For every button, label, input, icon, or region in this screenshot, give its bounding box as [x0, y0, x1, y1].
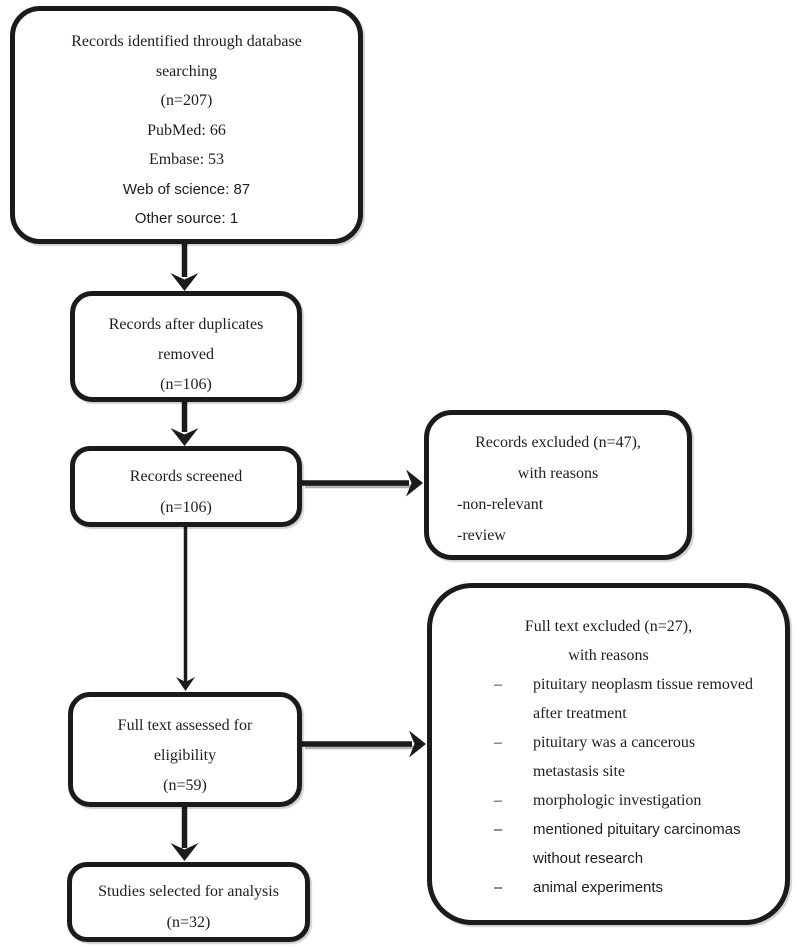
arrow-fulltext-to-fulltext-excluded	[301, 730, 426, 758]
box-text-line: (n=106)	[160, 499, 212, 516]
box-text-line: pituitary was a cancerous	[533, 734, 696, 751]
box-text-line: morphologic investigation	[533, 792, 702, 809]
box-text-line: Records excluded (n=47),	[475, 434, 641, 451]
box-text-line: Records identified through database	[71, 33, 302, 50]
box-text-line: Full text assessed for	[117, 717, 253, 734]
excluded-reason-item: – pituitary was a cancerous metastasis s…	[432, 728, 785, 786]
reason-text: pituitary neoplasm tissue removed after …	[533, 670, 785, 728]
arrow-fulltext-to-selected	[170, 806, 199, 861]
box-text-line: without research	[533, 850, 644, 867]
box-text-line: Full text excluded (n=27),	[524, 618, 693, 635]
box-fulltext-excluded: Full text excluded (n=27), with reasons …	[427, 583, 790, 925]
arrow-duplicates-to-screened	[170, 401, 199, 446]
box-text-line: Other source: 1	[134, 210, 239, 227]
box-text-line: pituitary neoplasm tissue removed	[533, 676, 753, 693]
arrow-screened-to-records-excluded	[301, 469, 423, 497]
box-text-line: Records after duplicates	[108, 316, 264, 333]
excluded-reason-item: – animal experiments	[432, 873, 785, 902]
bullet-dash: –	[494, 879, 503, 896]
box-text-line: Records screened	[129, 468, 243, 485]
box-text-line: after treatment	[533, 705, 627, 722]
box-duplicates-removed: Records after duplicates removed (n=106)	[70, 291, 302, 402]
bullet-dash: –	[494, 734, 502, 751]
box-text-line: mentioned pituitary carcinomas	[533, 821, 741, 838]
excluded-reason-item: – mentioned pituitary carcinomas without…	[432, 815, 785, 873]
box-text-line: (n=59)	[163, 777, 207, 794]
excluded-reason-item: – pituitary neoplasm tissue removed afte…	[432, 670, 785, 728]
box-text-line: searching	[155, 62, 218, 80]
bullet-dash: –	[494, 792, 502, 809]
box-text-line: Web of science: 87	[122, 180, 251, 198]
box-text-line: -non-relevant	[457, 496, 544, 513]
excluded-reason-item: – morphologic investigation	[432, 786, 785, 815]
arrow-screened-to-fulltext	[176, 526, 195, 691]
box-fulltext-assessed: Full text assessed for eligibility (n=59…	[68, 692, 302, 807]
box-records-excluded: Records excluded (n=47), with reasons -n…	[424, 410, 692, 560]
box-text-line: with reasons	[517, 465, 599, 482]
box-studies-selected: Studies selected for analysis (n=32)	[67, 862, 310, 942]
reason-text: morphologic investigation	[533, 786, 785, 815]
box-text-line: eligibility	[153, 747, 217, 764]
box-text-line: animal experiments	[533, 879, 664, 896]
box-text-line: Embase: 53	[148, 151, 225, 168]
box-text-line: removed	[158, 346, 214, 363]
arrow-identified-to-duplicates	[170, 242, 199, 291]
bullet-dash: –	[494, 821, 503, 838]
box-records-screened: Records screened (n=106)	[70, 446, 302, 527]
box-records-identified: Records identified through database sear…	[10, 6, 363, 244]
reason-text: pituitary was a cancerous metastasis sit…	[533, 728, 785, 786]
box-text-line: metastasis site	[533, 763, 625, 780]
reason-text: mentioned pituitary carcinomas without r…	[533, 815, 785, 873]
bullet-dash: –	[494, 676, 502, 693]
box-text-line: (n=207)	[160, 92, 213, 109]
box-text-line: with reasons	[568, 647, 649, 664]
reason-text: animal experiments	[533, 873, 785, 902]
box-text-line: PubMed: 66	[147, 121, 226, 139]
box-text-line: (n=106)	[160, 376, 212, 393]
box-text-line: -review	[457, 527, 506, 544]
box-text-line: (n=32)	[166, 914, 211, 931]
box-text-line: Studies selected for analysis	[98, 883, 279, 900]
